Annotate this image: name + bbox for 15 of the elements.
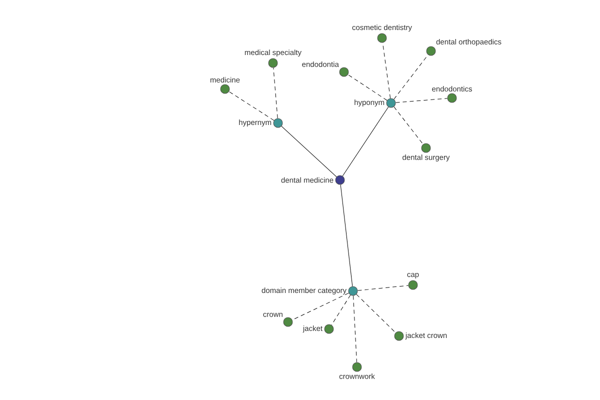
- connector-line: [342, 106, 389, 176]
- dashed-line: [394, 106, 424, 144]
- dashed-line: [331, 294, 351, 326]
- dashed-line: [228, 91, 274, 121]
- dashed-line: [292, 292, 349, 320]
- connector-line: [281, 126, 337, 178]
- dashed-line: [394, 54, 428, 100]
- dashed-line: [353, 296, 357, 362]
- dashed-line: [357, 285, 409, 291]
- dashed-line: [382, 42, 391, 99]
- connector-line: [340, 184, 353, 287]
- dashed-line: [348, 74, 388, 101]
- dashed-line: [273, 67, 278, 119]
- dashed-line: [396, 98, 448, 103]
- dashed-line: [356, 294, 396, 333]
